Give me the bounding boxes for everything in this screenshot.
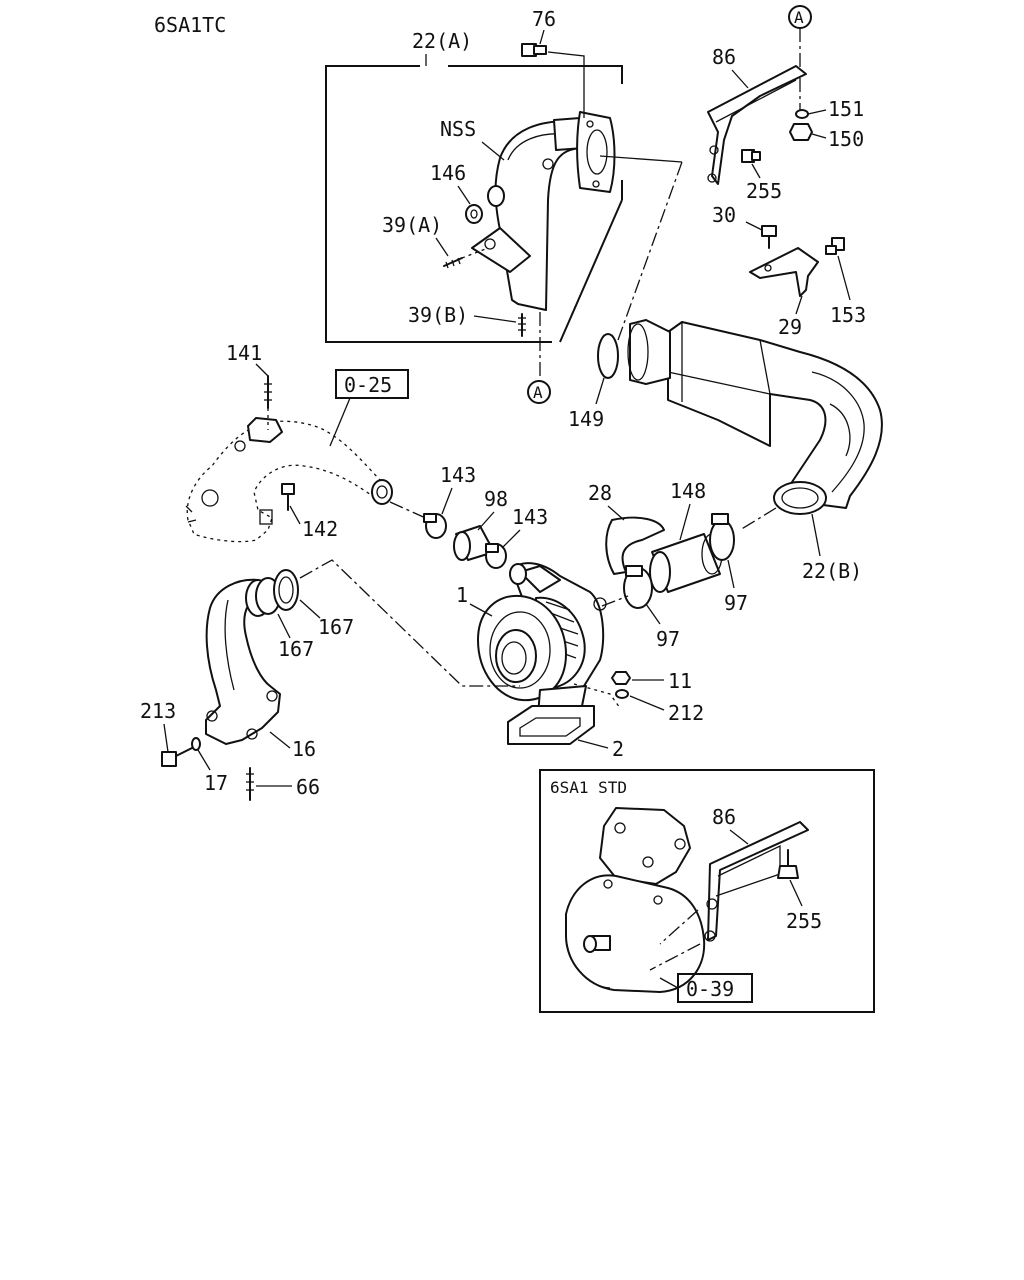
air-duct-22b: 22(B) xyxy=(627,319,883,583)
model-label: 6SA1TC xyxy=(154,13,226,37)
inset-title: 6SA1 STD xyxy=(550,778,627,797)
bolt-213: 213 xyxy=(140,699,197,767)
callout-86-top: 86 xyxy=(712,45,736,69)
callout-11: 11 xyxy=(668,669,692,693)
inset-bolt-255: 255 xyxy=(777,849,822,933)
callout-16: 16 xyxy=(292,737,316,761)
callout-153: 153 xyxy=(830,303,866,327)
callout-28: 28 xyxy=(588,481,612,505)
bolt-76: 76 xyxy=(521,7,585,118)
callout-1: 1 xyxy=(456,583,468,607)
ref-box-0-25: 0-25 xyxy=(344,373,392,397)
callout-146: 146 xyxy=(430,161,466,185)
exhaust-elbow-16: 16 xyxy=(205,577,316,761)
callout-213: 213 xyxy=(140,699,176,723)
hose-clamp-143-a: 143 xyxy=(423,463,476,539)
inset-callout-86: 86 xyxy=(712,805,736,829)
callout-66: 66 xyxy=(296,775,320,799)
inset-engine-part xyxy=(565,807,706,993)
reference-circle-a-bottom xyxy=(527,380,551,404)
circle-a-bottom-label: A xyxy=(533,383,543,402)
exhaust-pipe-left: 141 142 0-25 xyxy=(185,341,431,543)
elbow-pipe-22a xyxy=(471,111,616,378)
callout-143-a: 143 xyxy=(440,463,476,487)
stud-39a xyxy=(443,247,489,269)
gasket-167-inner: 167 xyxy=(277,613,314,661)
callout-148: 148 xyxy=(670,479,706,503)
callout-97-right: 97 xyxy=(724,591,748,615)
callout-39b: 39(B) xyxy=(408,303,468,327)
callout-212: 212 xyxy=(668,701,704,725)
inset-bracket-86: 86 xyxy=(704,805,809,942)
callout-141: 141 xyxy=(226,341,262,365)
callout-17: 17 xyxy=(204,771,228,795)
nut-11: 11 xyxy=(611,669,692,693)
washer-212: 212 xyxy=(615,689,704,725)
callout-97-left: 97 xyxy=(656,627,680,651)
hose-clamp-97-right: 97 xyxy=(709,513,748,615)
callout-22a: 22(A) xyxy=(412,29,472,53)
hose-clamp-143-b: 143 xyxy=(485,505,548,569)
callout-39a: 39(A) xyxy=(382,213,442,237)
callout-151: 151 xyxy=(828,97,864,121)
hose-148: 148 xyxy=(649,479,723,593)
bracket-29: 30 29 153 xyxy=(712,203,866,339)
inset-ref-box-0-39: 0-39 xyxy=(686,977,734,1001)
callout-149: 149 xyxy=(568,407,604,431)
hose-clamp-97-left: 97 xyxy=(623,565,680,651)
callout-22b: 22(B) xyxy=(802,559,862,583)
heat-shield-28: 28 xyxy=(588,481,665,575)
callout-76: 76 xyxy=(532,7,556,31)
callout-167-inner: 167 xyxy=(278,637,314,661)
stud-66: 66 xyxy=(246,767,320,801)
callout-2: 2 xyxy=(612,737,624,761)
inset-callout-255: 255 xyxy=(786,909,822,933)
circle-a-top-label: A xyxy=(794,8,804,27)
inset-6sa1-std: 6SA1 STD 86 255 xyxy=(539,769,875,1013)
gasket-149: 149 xyxy=(568,155,683,431)
exhaust-pipe-22a-group: 22(A) 76 NSS 14 xyxy=(325,7,623,378)
stud-39b xyxy=(518,313,526,337)
callout-29: 29 xyxy=(778,315,802,339)
callout-150: 150 xyxy=(828,127,864,151)
washer-146 xyxy=(465,204,483,224)
callout-167-outer: 167 xyxy=(318,615,354,639)
turbocharger-1: 1 xyxy=(456,562,607,745)
callout-143-b: 143 xyxy=(512,505,548,529)
label-nss: NSS xyxy=(440,117,476,141)
callout-255-top: 255 xyxy=(746,179,782,203)
callout-98: 98 xyxy=(484,487,508,511)
gasket-167-outer: 167 xyxy=(273,569,354,639)
washer-17: 17 xyxy=(191,737,228,795)
callout-142: 142 xyxy=(302,517,338,541)
callout-30: 30 xyxy=(712,203,736,227)
bracket-86-top: A 86 151 150 255 xyxy=(707,5,864,203)
hose-98: 98 xyxy=(453,487,508,561)
